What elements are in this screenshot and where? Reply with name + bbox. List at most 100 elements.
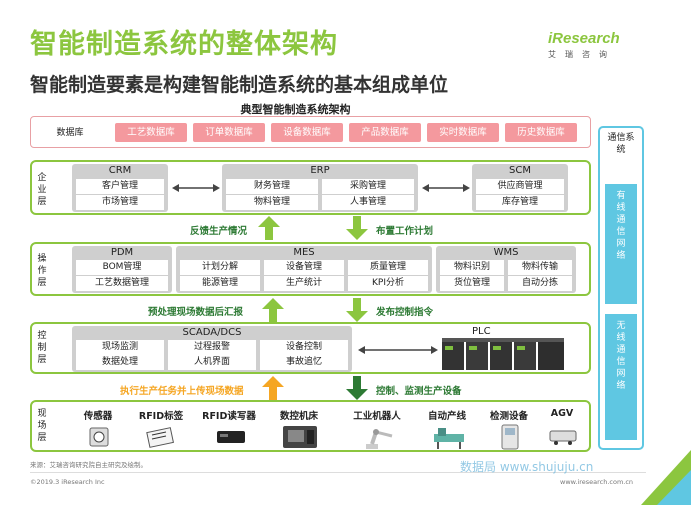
pdm-item: 工艺数据管理 [76, 276, 168, 291]
mes-item: 生产统计 [264, 276, 344, 291]
mes-title: MES [293, 247, 315, 258]
page-number: 17 [650, 478, 662, 488]
erp-title: ERP [310, 165, 330, 176]
wms-title: WMS [493, 247, 519, 258]
scada-item: 过程报警 [168, 340, 256, 355]
logo-subtext: 艾瑞咨询 [548, 50, 616, 59]
scm-item: 供应商管理 [476, 179, 564, 194]
database-label: 数据库 [56, 128, 84, 138]
erp-group: ERP 财务管理 采购管理 物料管理 人事管理 [222, 164, 418, 212]
wms-item: 物料传输 [508, 260, 572, 275]
inspection-equipment-icon [501, 424, 519, 450]
plc-device-image [442, 338, 564, 370]
wms-group: WMS 物料识别 物料传输 货位管理 自动分拣 [436, 246, 576, 293]
scada-item: 现场监测 [76, 340, 164, 355]
iresearch-logo: iResearch 艾瑞咨询 [548, 30, 638, 70]
scada-item: 事故追忆 [260, 355, 348, 370]
crm-item: 市场管理 [76, 195, 164, 210]
mes-item: 能源管理 [180, 276, 260, 291]
mes-group: MES 计划分解 设备管理 质量管理 能源管理 生产统计 KPI分析 [176, 246, 432, 293]
enterprise-label: 企业层 [37, 173, 47, 207]
mes-item: KPI分析 [348, 276, 428, 291]
crm-item: 客户管理 [76, 179, 164, 194]
plc-title: PLC [472, 326, 491, 337]
device-label: 自动产线 [427, 411, 466, 422]
device-label: 传感器 [83, 411, 113, 422]
field-label: 现场层 [37, 409, 47, 443]
operation-layer: 操作层 PDM BOM管理 工艺数据管理 MES 计划分解 设备管理 质量管理 … [30, 242, 591, 296]
up-arrow-orange [262, 376, 284, 400]
crm-title: CRM [108, 165, 132, 176]
pdm-title: PDM [110, 247, 134, 258]
db-item-order: 订单数据库 [193, 123, 265, 142]
page-title: 智能制造系统的整体架构 [30, 29, 338, 60]
plan-label: 布置工作计划 [376, 226, 434, 237]
device-label: RFID读写器 [202, 411, 256, 422]
agv-icon [549, 430, 577, 445]
monitor-label: 控制、监测生产设备 [376, 386, 462, 397]
scm-item: 库存管理 [476, 195, 564, 210]
diagram-title: 典型智能制造系统架构 [240, 103, 351, 116]
db-item-device: 设备数据库 [271, 123, 343, 142]
rfid-reader-icon [217, 431, 245, 443]
mes-item: 质量管理 [348, 260, 428, 275]
scada-plc-arrow [358, 346, 438, 354]
device-label: RFID标签 [138, 411, 184, 422]
erp-item: 财务管理 [226, 179, 318, 194]
up-arrow [262, 298, 284, 322]
source-note: 来源：艾瑞咨询研究院自主研究及绘制。 [30, 461, 147, 469]
up-arrow [258, 216, 280, 240]
device-label: 工业机器人 [353, 411, 401, 422]
db-item-history: 历史数据库 [505, 123, 577, 142]
wms-item: 物料识别 [440, 260, 504, 275]
scada-item: 人机界面 [168, 355, 256, 370]
rfid-tag-icon [146, 427, 174, 448]
communication-system: 通信系统 有线通信网络 无线通信网络 [598, 126, 644, 450]
scm-group: SCM 供应商管理 库存管理 [472, 164, 568, 212]
down-arrow [346, 216, 368, 240]
communication-title: 通信系统 [607, 133, 635, 155]
scada-group: SCADA/DCS 现场监测 过程报警 设备控制 数据处理 人机界面 事故追忆 [72, 326, 352, 372]
control-layer: 控制层 SCADA/DCS 现场监测 过程报警 设备控制 数据处理 人机界面 事… [30, 322, 591, 374]
device-label: AGV [550, 408, 574, 419]
watermark: 数据局 www.shujuju.cn [460, 460, 594, 474]
production-line-icon [434, 428, 464, 449]
pdm-item: BOM管理 [76, 260, 168, 275]
copyright: ©2019.3 iResearch Inc [30, 478, 105, 486]
field-layer: 现场层 传感器 RFID标签 RFID读写器 数控机床 工业机器人 自动产线 检… [30, 400, 591, 452]
scm-title: SCM [509, 165, 531, 176]
database-panel: 数据库 工艺数据库 订单数据库 设备数据库 产品数据库 实时数据库 历史数据库 [30, 116, 591, 148]
wireless-network: 无线通信网络 [605, 314, 637, 440]
erp-item: 采购管理 [322, 179, 414, 194]
robot-arm-icon [366, 429, 393, 449]
control-label: 控制层 [37, 331, 47, 365]
mes-item: 计划分解 [180, 260, 260, 275]
erp-item: 物料管理 [226, 195, 318, 210]
report-label: 预处理现场数据后汇报 [148, 307, 244, 318]
feedback-label: 反馈生产情况 [190, 226, 248, 237]
erp-scm-arrow [422, 184, 470, 192]
corner-decoration [641, 450, 691, 505]
db-item-realtime: 实时数据库 [427, 123, 499, 142]
logo-text: iResearch [548, 30, 620, 47]
device-label: 检测设备 [489, 411, 528, 422]
mes-item: 设备管理 [264, 260, 344, 275]
operation-label: 操作层 [37, 254, 47, 288]
sensor-icon [89, 427, 109, 447]
enterprise-layer: 企业层 CRM 客户管理 市场管理 ERP 财务管理 采购管理 物料管理 人事管… [30, 160, 591, 215]
page-subtitle: 智能制造要素是构建智能制造系统的基本组成单位 [30, 74, 449, 96]
website: www.iresearch.com.cn [560, 478, 634, 486]
db-item-product: 产品数据库 [349, 123, 421, 142]
wms-item: 自动分拣 [508, 276, 572, 291]
crm-erp-arrow [172, 184, 220, 192]
cnc-machine-icon [283, 426, 317, 448]
upload-label: 执行生产任务并上传现场数据 [120, 386, 244, 397]
pdm-group: PDM BOM管理 工艺数据管理 [72, 246, 172, 293]
scada-item: 数据处理 [76, 355, 164, 370]
wired-network: 有线通信网络 [605, 184, 637, 304]
scada-item: 设备控制 [260, 340, 348, 355]
device-label: 数控机床 [279, 411, 318, 422]
footer-divider [30, 472, 646, 473]
down-arrow [346, 376, 368, 400]
db-item-craft: 工艺数据库 [115, 123, 187, 142]
